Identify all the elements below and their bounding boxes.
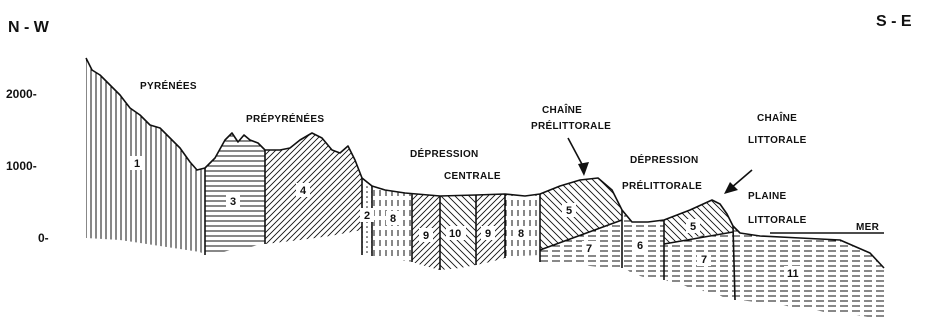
svg-text:9: 9 — [485, 228, 491, 240]
svg-text:7: 7 — [586, 243, 592, 255]
y-tick-2000: 2000- — [6, 87, 37, 101]
unit-number-2: 2 — [360, 208, 374, 222]
label-depression-prelittorale-line2: PRÉLITTORALE — [622, 179, 702, 192]
unit-number-1: 1 — [130, 156, 144, 170]
unit-number-6: 6 — [633, 238, 647, 252]
label-prepyrenees: PRÉPYRÉNÉES — [246, 112, 324, 125]
unit-number-9-right: 9 — [481, 226, 495, 240]
svg-text:7: 7 — [701, 254, 707, 266]
label-chaine-littorale-line1: CHAÎNE — [757, 111, 797, 124]
unit-number-10: 10 — [446, 226, 466, 240]
y-tick-1000: 1000- — [6, 159, 37, 173]
svg-text:1: 1 — [134, 158, 140, 170]
label-chaine-littorale-line2: LITTORALE — [748, 135, 807, 146]
y-tick-0: 0- — [38, 231, 49, 245]
unit-number-5-prelittorale: 5 — [562, 203, 576, 217]
unit-number-7-right: 7 — [697, 252, 711, 266]
unit-11-plaine-littorale-fill — [733, 226, 884, 318]
svg-text:2: 2 — [364, 210, 370, 222]
label-plaine-littorale-line1: PLAINE — [748, 191, 786, 202]
arrow-chaine-prelittorale — [568, 138, 589, 176]
svg-text:8: 8 — [390, 213, 396, 225]
label-chaine-prelittorale-line1: CHAÎNE — [542, 103, 582, 116]
label-pyrenees: PYRÉNÉES — [140, 79, 197, 92]
label-chaine-prelittorale-line2: PRÉLITTORALE — [531, 119, 611, 132]
unit-number-4: 4 — [296, 183, 310, 197]
svg-text:4: 4 — [300, 185, 307, 197]
svg-text:10: 10 — [449, 228, 461, 240]
svg-text:5: 5 — [566, 205, 572, 217]
unit-number-9-left: 9 — [419, 228, 433, 242]
unit-number-5-littorale: 5 — [686, 219, 700, 233]
label-plaine-littorale-line2: LITTORALE — [748, 215, 807, 226]
svg-text:9: 9 — [423, 230, 429, 242]
svg-text:8: 8 — [518, 228, 524, 240]
direction-left-label: N - W — [8, 19, 50, 36]
label-mer: MER — [856, 222, 880, 233]
svg-text:5: 5 — [690, 221, 696, 233]
svg-text:11: 11 — [787, 268, 799, 280]
svg-text:3: 3 — [230, 196, 236, 208]
label-depression-prelittorale-line1: DÉPRESSION — [630, 153, 699, 166]
unit-number-11: 11 — [784, 266, 804, 280]
unit-number-3: 3 — [226, 194, 240, 208]
unit-number-8-left: 8 — [386, 211, 400, 225]
label-depression-centrale-line1: DÉPRESSION — [410, 147, 479, 160]
unit-number-8-right: 8 — [514, 226, 528, 240]
direction-right-label: S - E — [876, 13, 912, 30]
svg-text:6: 6 — [637, 240, 643, 252]
unit-number-7-left: 7 — [582, 241, 596, 255]
label-depression-centrale-line2: CENTRALE — [444, 171, 501, 182]
